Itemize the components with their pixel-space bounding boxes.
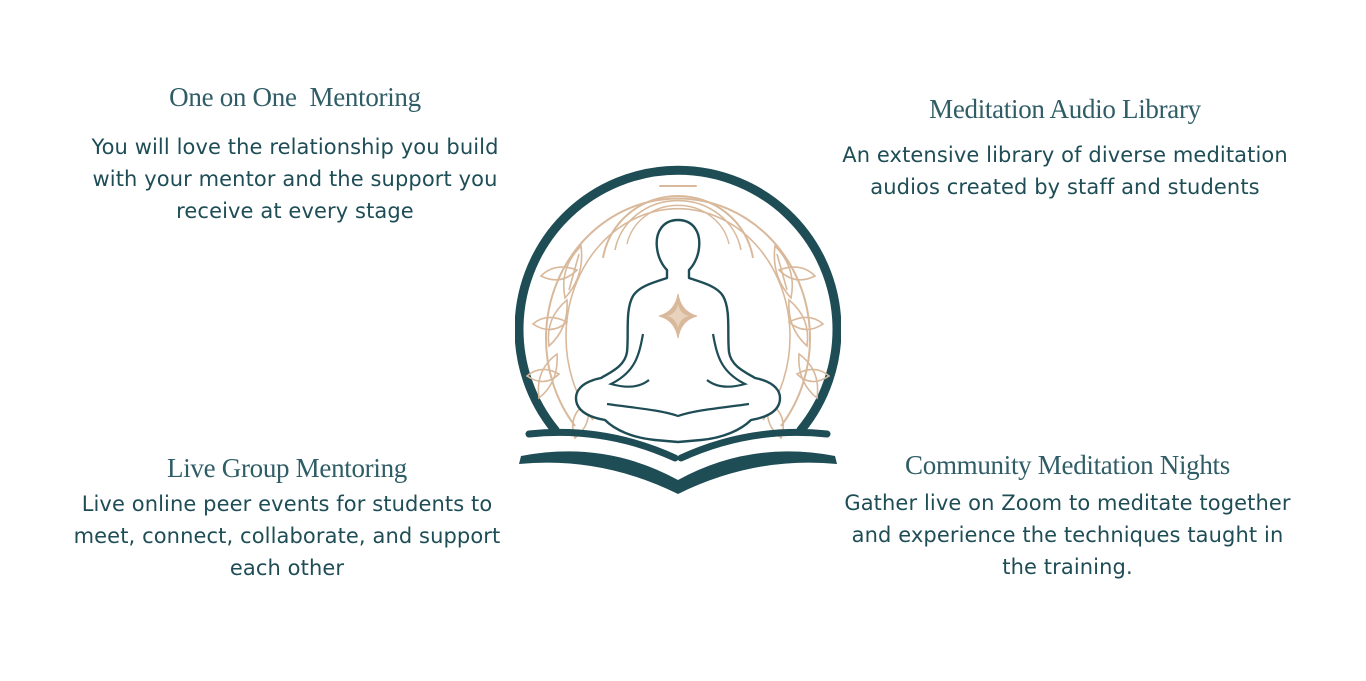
feature-one-on-one-mentoring: One on One Mentoring You will love the r… xyxy=(80,82,510,227)
meditation-figure-icon xyxy=(515,165,841,494)
inner-arc-outer xyxy=(545,197,811,427)
feature-community-meditation-nights: Community Meditation Nights Gather live … xyxy=(840,450,1295,583)
feature-live-group-mentoring: Live Group Mentoring Live online peer ev… xyxy=(66,453,508,584)
book-top-right xyxy=(677,428,831,462)
feature-title: Meditation Audio Library xyxy=(929,94,1201,124)
right-leaves xyxy=(766,244,831,440)
left-leaves xyxy=(525,244,590,440)
feature-title: One on One Mentoring xyxy=(169,82,421,112)
feature-title: Community Meditation Nights xyxy=(905,450,1230,480)
halo-arc-1 xyxy=(602,194,754,259)
feature-description: Gather live on Zoom to meditate together… xyxy=(844,491,1291,579)
feature-description: An extensive library of diverse meditati… xyxy=(842,143,1288,199)
book-base xyxy=(519,451,837,494)
figure-right-arm xyxy=(706,333,749,388)
halo-arc-2 xyxy=(614,199,742,251)
feature-title: Live Group Mentoring xyxy=(167,453,407,483)
halo-arc-3 xyxy=(626,204,730,245)
feature-description: You will love the relationship you build… xyxy=(91,135,499,223)
figure-legs xyxy=(606,402,750,418)
figure-left-arm xyxy=(607,333,650,388)
inner-arc-middle xyxy=(565,207,791,421)
outer-circle-arc xyxy=(515,165,841,435)
book-top-left xyxy=(525,428,679,462)
feature-meditation-audio-library: Meditation Audio Library An extensive li… xyxy=(840,94,1290,203)
feature-description: Live online peer events for students to … xyxy=(73,492,501,580)
